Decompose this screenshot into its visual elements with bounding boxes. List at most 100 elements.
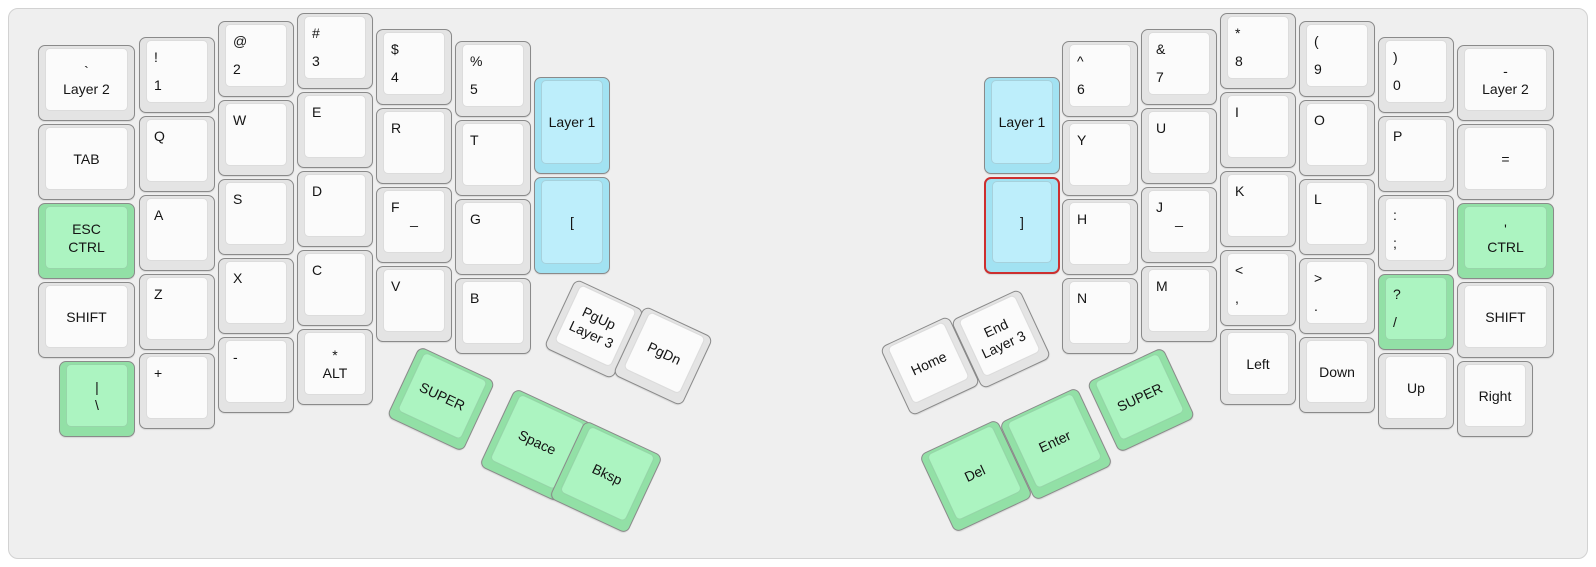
key-question-slash[interactable]: ?/ bbox=[1378, 274, 1454, 350]
key-label: + bbox=[154, 359, 204, 387]
key-z[interactable]: Z bbox=[139, 274, 215, 350]
key-4[interactable]: $4 bbox=[376, 29, 452, 105]
key-b[interactable]: B bbox=[455, 278, 531, 354]
key-right-bracket[interactable]: ] bbox=[984, 177, 1060, 274]
keycap-top: :; bbox=[1385, 198, 1447, 261]
key-x[interactable]: X bbox=[218, 258, 294, 334]
key-label: D bbox=[312, 177, 362, 205]
key-v[interactable]: V bbox=[376, 266, 452, 342]
key-layer1-left[interactable]: Layer 1 bbox=[534, 77, 610, 174]
key-3[interactable]: #3 bbox=[297, 13, 373, 89]
key-minus[interactable]: - bbox=[218, 337, 294, 413]
key-label-line: Enter bbox=[1035, 426, 1074, 456]
key-plus[interactable]: + bbox=[139, 353, 215, 429]
key-w[interactable]: W bbox=[218, 100, 294, 176]
key-2[interactable]: @2 bbox=[218, 21, 294, 97]
key-k[interactable]: K bbox=[1220, 171, 1296, 247]
key-ctrl-right[interactable]: 'CTRL bbox=[1457, 203, 1554, 279]
key-r[interactable]: R bbox=[376, 108, 452, 184]
key-5[interactable]: %5 bbox=[455, 41, 531, 117]
keycap-top: >. bbox=[1306, 261, 1368, 324]
key-label: >. bbox=[1314, 264, 1364, 320]
key-label: H bbox=[1077, 205, 1127, 233]
keycap-top: D bbox=[304, 174, 366, 237]
key-p[interactable]: P bbox=[1378, 116, 1454, 192]
key-pipe-backslash[interactable]: |\ bbox=[59, 361, 135, 437]
key-label: 'CTRL bbox=[1465, 207, 1546, 268]
key-i[interactable]: I bbox=[1220, 92, 1296, 168]
key-right-arrow[interactable]: Right bbox=[1457, 361, 1533, 437]
key-6[interactable]: ^6 bbox=[1062, 41, 1138, 117]
key-label-line: * bbox=[1235, 25, 1241, 41]
key-equals[interactable]: = bbox=[1457, 124, 1554, 200]
key-label-line: . bbox=[1314, 298, 1318, 314]
key-comma[interactable]: <, bbox=[1220, 250, 1296, 326]
key-a[interactable]: A bbox=[139, 195, 215, 271]
key-e[interactable]: E bbox=[297, 92, 373, 168]
keycap-top: #3 bbox=[304, 16, 366, 79]
key-label-line: W bbox=[233, 112, 247, 128]
key-label: O bbox=[1314, 106, 1364, 134]
key-period[interactable]: >. bbox=[1299, 258, 1375, 334]
key-layer1-right[interactable]: Layer 1 bbox=[984, 77, 1060, 174]
key-shift-right[interactable]: SHIFT bbox=[1457, 282, 1554, 358]
key-up-arrow[interactable]: Up bbox=[1378, 353, 1454, 429]
key-label-line: % bbox=[470, 53, 483, 69]
keycap-top: TAB bbox=[45, 127, 128, 190]
key-d[interactable]: D bbox=[297, 171, 373, 247]
key-super-right[interactable]: SUPER bbox=[1086, 346, 1196, 454]
key-g[interactable]: G bbox=[455, 199, 531, 275]
key-layer2-left[interactable]: `Layer 2 bbox=[38, 45, 135, 121]
keycap-top: + bbox=[146, 356, 208, 419]
key-l[interactable]: L bbox=[1299, 179, 1375, 255]
key-m[interactable]: M bbox=[1141, 266, 1217, 342]
key-0[interactable]: )0 bbox=[1378, 37, 1454, 113]
key-f[interactable]: F_ bbox=[376, 187, 452, 263]
key-u[interactable]: U bbox=[1141, 108, 1217, 184]
key-shift-left[interactable]: SHIFT bbox=[38, 282, 135, 358]
key-label-line: * bbox=[332, 346, 338, 363]
keycap-top: T bbox=[462, 123, 524, 186]
keycap-top: (9 bbox=[1306, 24, 1368, 87]
key-semicolon[interactable]: :; bbox=[1378, 195, 1454, 271]
key-7[interactable]: &7 bbox=[1141, 29, 1217, 105]
keycap-top: Layer 1 bbox=[541, 80, 603, 164]
key-label-line: V bbox=[391, 278, 401, 294]
key-layer2-right[interactable]: -Layer 2 bbox=[1457, 45, 1554, 121]
key-super-left[interactable]: SUPER bbox=[386, 345, 496, 453]
key-s[interactable]: S bbox=[218, 179, 294, 255]
key-label-line: ALT bbox=[322, 364, 348, 381]
key-h[interactable]: H bbox=[1062, 199, 1138, 275]
key-down-arrow[interactable]: Down bbox=[1299, 337, 1375, 413]
key-label: C bbox=[312, 256, 362, 284]
key-9[interactable]: (9 bbox=[1299, 21, 1375, 97]
key-q[interactable]: Q bbox=[139, 116, 215, 192]
key-alt[interactable]: *ALT bbox=[297, 329, 373, 405]
key-tab[interactable]: TAB bbox=[38, 124, 135, 200]
key-left-arrow[interactable]: Left bbox=[1220, 329, 1296, 405]
keycap-top: M bbox=[1148, 269, 1210, 332]
key-left-bracket[interactable]: [ bbox=[534, 177, 610, 274]
key-1[interactable]: !1 bbox=[139, 37, 215, 113]
key-y[interactable]: Y bbox=[1062, 120, 1138, 196]
key-label-line: Up bbox=[1407, 379, 1425, 396]
keycap-top: Y bbox=[1069, 123, 1131, 186]
keycap-top: <, bbox=[1227, 253, 1289, 316]
key-o[interactable]: O bbox=[1299, 100, 1375, 176]
key-label-line: 9 bbox=[1314, 61, 1322, 77]
key-t[interactable]: T bbox=[455, 120, 531, 196]
key-label-line: , bbox=[1235, 290, 1239, 306]
key-label-line: Home bbox=[908, 347, 949, 378]
keycap-top: Down bbox=[1306, 340, 1368, 403]
key-c[interactable]: C bbox=[297, 250, 373, 326]
key-label: |\ bbox=[67, 365, 127, 426]
key-8[interactable]: *8 bbox=[1220, 13, 1296, 89]
key-label: F bbox=[391, 193, 441, 221]
key-j[interactable]: J_ bbox=[1141, 187, 1217, 263]
key-label-line: CTRL bbox=[1487, 238, 1524, 255]
key-label-line: N bbox=[1077, 290, 1088, 306]
keycap-top: X bbox=[225, 261, 287, 324]
key-n[interactable]: N bbox=[1062, 278, 1138, 354]
